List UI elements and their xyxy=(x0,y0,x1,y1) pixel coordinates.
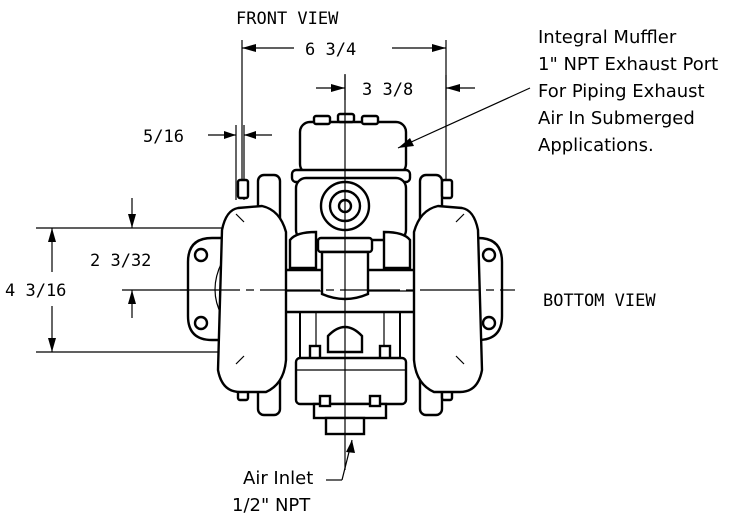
muffler-leader xyxy=(397,87,531,149)
dim-overall-width-label: 6 3/4 xyxy=(305,40,356,60)
air-inlet-block xyxy=(294,356,408,406)
muffler-callout: Integral Muffler 1" NPT Exhaust Port For… xyxy=(538,27,718,156)
muffler-callout-line-1: Integral Muffler xyxy=(538,27,677,48)
muffler-housing xyxy=(298,120,408,176)
dim-half-height-label: 2 3/32 xyxy=(90,251,151,271)
right-diaphragm-chamber xyxy=(412,204,484,394)
muffler-callout-line-5: Applications. xyxy=(538,135,654,156)
left-diaphragm-chamber xyxy=(216,204,288,394)
air-inlet-leader xyxy=(326,439,355,481)
front-view-label: FRONT VIEW xyxy=(236,9,339,29)
dim-half-width-label: 3 3/8 xyxy=(362,80,413,100)
dim-flange: 5/16 xyxy=(143,125,272,200)
dim-half-width: 3 3/8 xyxy=(316,75,475,100)
dim-overall-width: 6 3/4 xyxy=(241,40,447,198)
air-inlet-callout-line-1: Air Inlet xyxy=(243,468,313,489)
muffler-callout-line-4: Air In Submerged xyxy=(538,108,695,129)
air-inlet-callout-line-2: 1/2" NPT xyxy=(232,495,311,516)
muffler-callout-line-2: 1" NPT Exhaust Port xyxy=(538,54,718,75)
dim-overall-height: 4 3/16 xyxy=(5,227,238,353)
pump-body xyxy=(186,112,504,436)
dim-overall-height-label: 4 3/16 xyxy=(5,281,66,301)
center-lines xyxy=(180,74,515,470)
air-inlet-callout: Air Inlet 1/2" NPT xyxy=(232,468,313,516)
muffler-callout-line-3: For Piping Exhaust xyxy=(538,81,705,102)
bottom-view-label: BOTTOM VIEW xyxy=(543,291,656,311)
dim-flange-label: 5/16 xyxy=(143,127,184,147)
